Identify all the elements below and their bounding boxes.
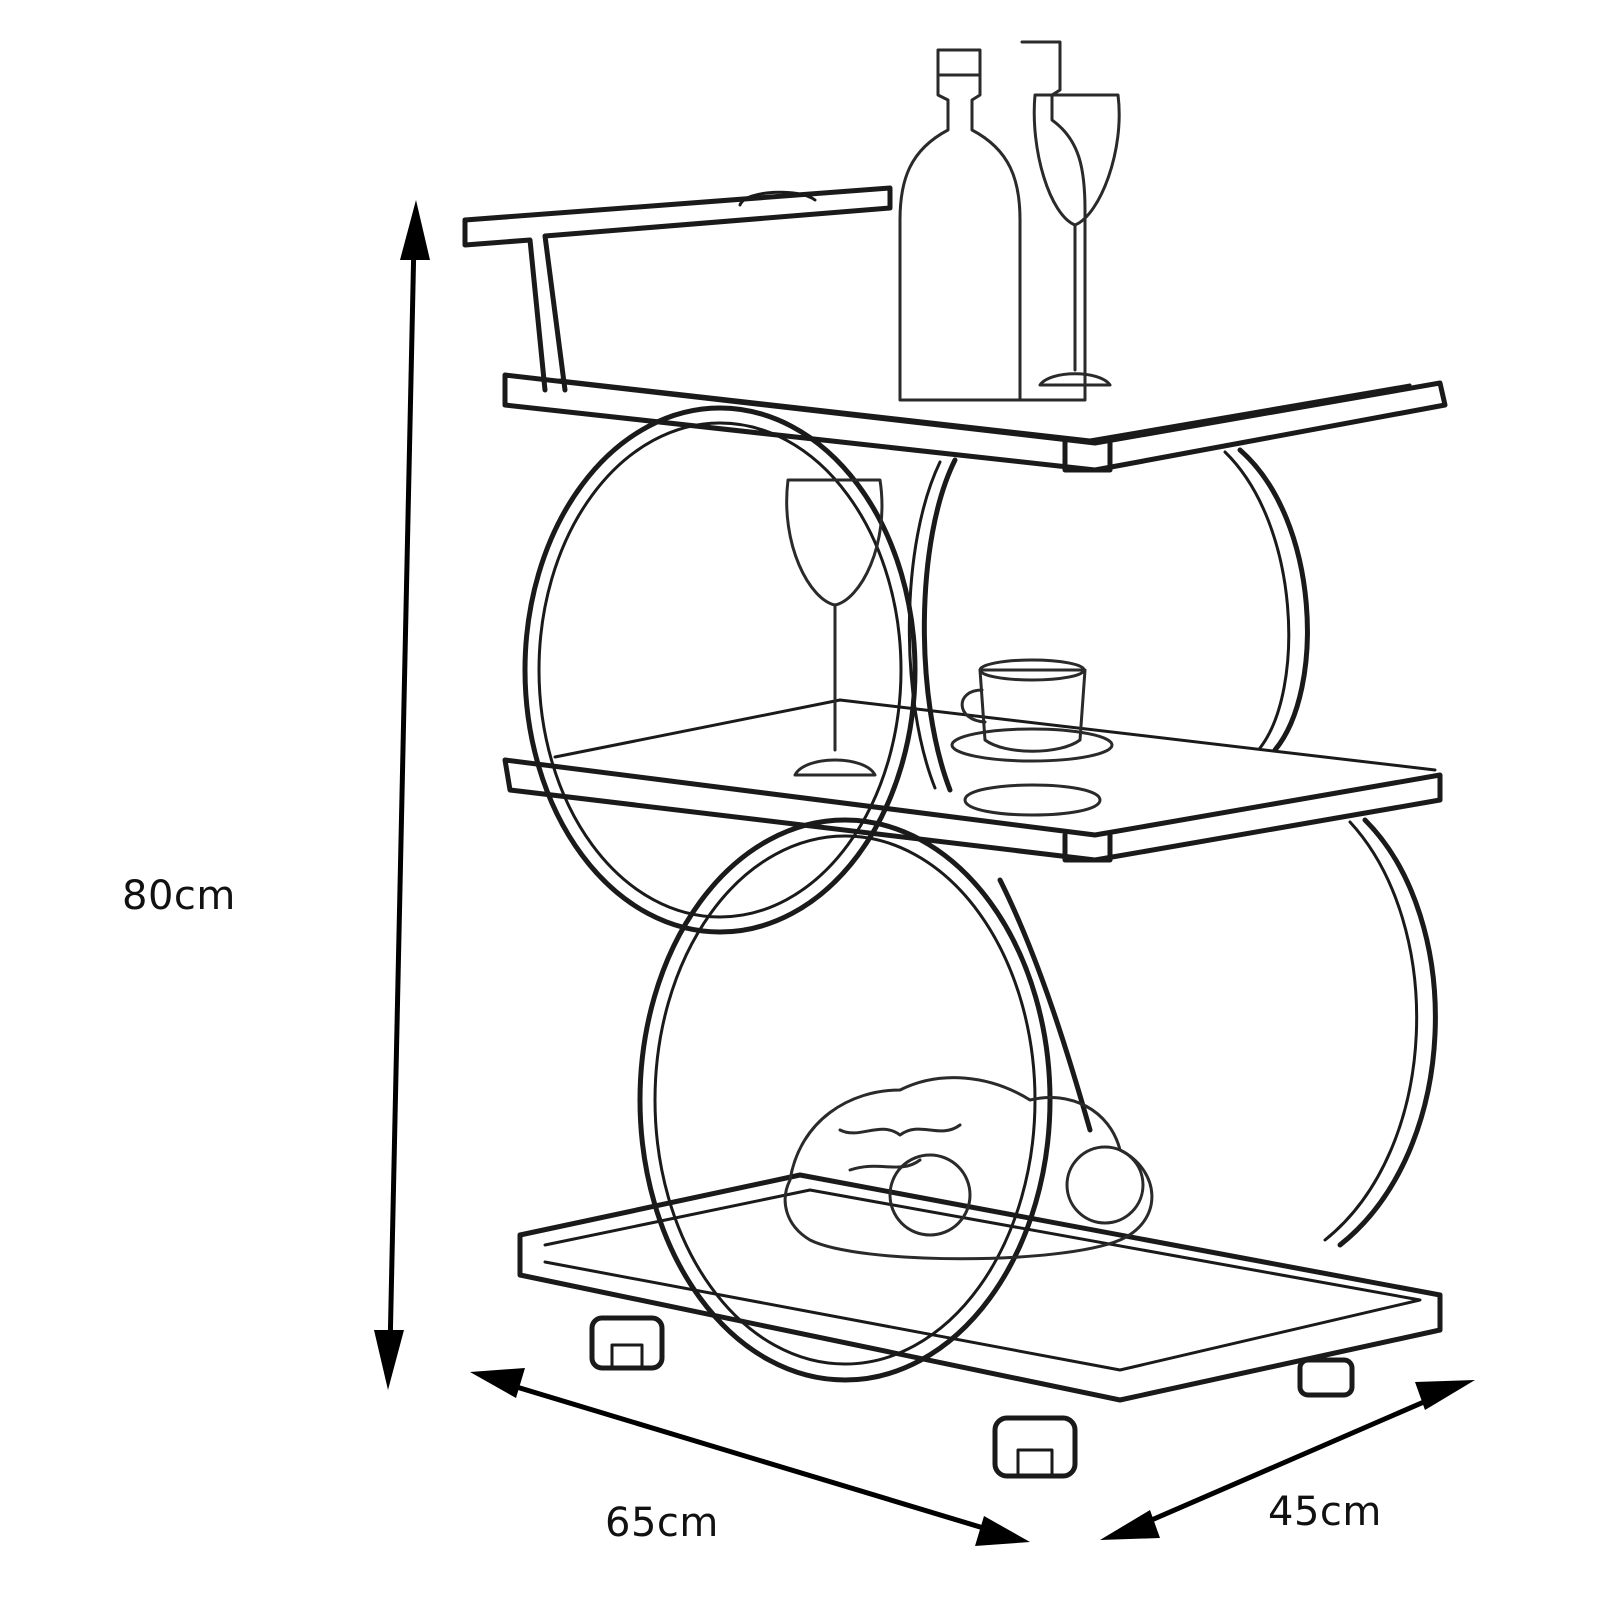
wine-glass-top bbox=[1032, 93, 1121, 387]
caster-left bbox=[589, 1315, 665, 1371]
depth-label: 45cm bbox=[1268, 1489, 1382, 1535]
back-right-arcs bbox=[907, 447, 1438, 1248]
height-arrow bbox=[374, 200, 430, 1390]
height-label: 80cm bbox=[122, 873, 236, 919]
length-arrow bbox=[470, 1368, 1030, 1546]
bottle-left bbox=[898, 48, 1022, 402]
caster-right bbox=[1297, 1357, 1355, 1398]
wine-glass-middle bbox=[785, 478, 884, 777]
lower-front-ring bbox=[637, 817, 1053, 1383]
depth-arrow bbox=[1100, 1380, 1475, 1540]
top-shelf bbox=[502, 372, 1448, 473]
bottle-right bbox=[1018, 40, 1087, 402]
handle-bar bbox=[462, 185, 893, 393]
upper-front-ring bbox=[522, 405, 918, 935]
teacup-and-saucer bbox=[950, 658, 1114, 817]
middle-shelf bbox=[502, 698, 1443, 863]
length-label: 65cm bbox=[605, 1500, 719, 1546]
fruit-bowl bbox=[783, 1076, 1154, 1261]
bottom-shelf bbox=[517, 1172, 1443, 1403]
caster-front bbox=[992, 1415, 1078, 1479]
